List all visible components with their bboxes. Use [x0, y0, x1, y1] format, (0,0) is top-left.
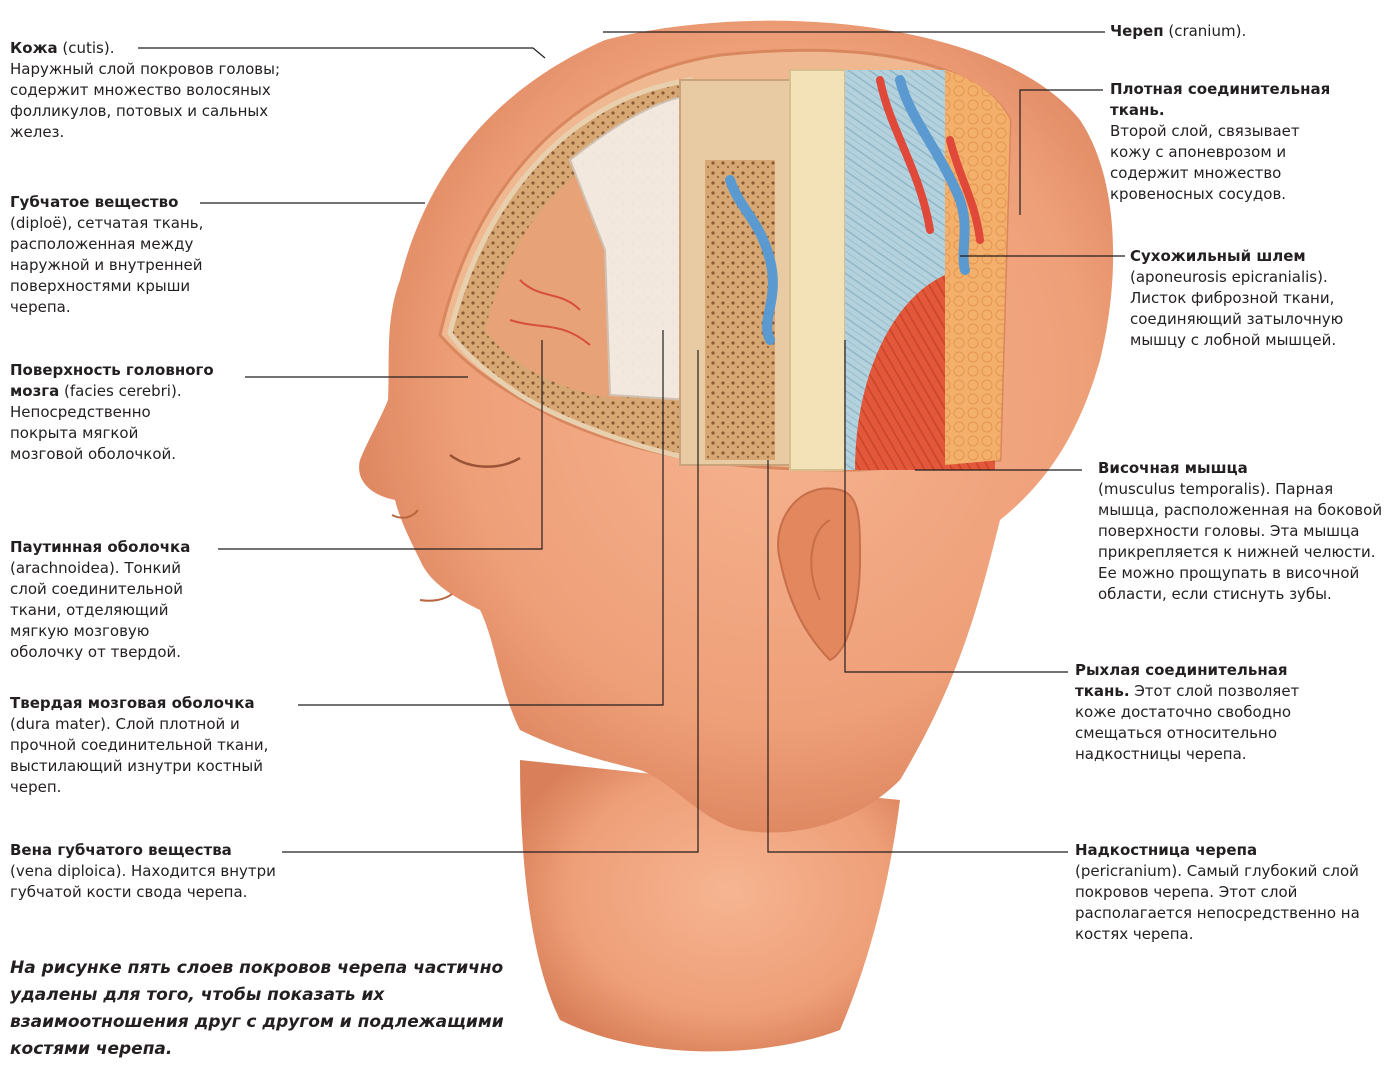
- label-loose-desc-inline: Этот слой позволяет: [1130, 682, 1300, 700]
- label-loose-tissue: Рыхлая соединительная ткань. Этот слой п…: [1075, 660, 1375, 765]
- label-cranium-term: Череп: [1110, 22, 1164, 40]
- label-skin-term: Кожа: [10, 39, 58, 57]
- label-diploe-term: Губчатое вещество: [10, 193, 178, 211]
- label-skin-latin: (cutis).: [58, 39, 115, 57]
- mouth: [420, 594, 452, 601]
- label-skin: Кожа (cutis). Наружный слой покровов гол…: [10, 38, 310, 143]
- label-pericranium: Надкостница черепа (pericranium). Самый …: [1075, 840, 1375, 945]
- label-skin-desc: Наружный слой покровов головы; содержит …: [10, 59, 290, 143]
- label-diploe: Губчатое вещество (diploë), сетчатая тка…: [10, 192, 250, 318]
- label-brain-surface-term2: мозга: [10, 382, 59, 400]
- label-brain-surface-desc: Непосредственно покрыта мягкой мозговой …: [10, 402, 200, 465]
- label-diploic-vein-term: Вена губчатого вещества: [10, 841, 232, 859]
- label-diploic-vein: Вена губчатого вещества (vena diploica).…: [10, 840, 330, 903]
- label-temporalis: Височная мышца (musculus temporalis). Па…: [1098, 458, 1388, 605]
- label-dense-term2: ткань.: [1110, 101, 1165, 119]
- label-brain-surface: Поверхность головного мозга (facies cere…: [10, 360, 250, 465]
- label-brain-surface-latin: (facies cerebri).: [59, 382, 181, 400]
- label-temporalis-desc: (musculus temporalis). Парная мышца, рас…: [1098, 479, 1386, 605]
- label-diploe-desc: (diploë), сетчатая ткань, расположенная …: [10, 213, 250, 318]
- label-dense-term1: Плотная соединительная: [1110, 80, 1330, 98]
- label-diploic-vein-desc: (vena diploica). Находится внутри губчат…: [10, 861, 320, 903]
- label-cranium-latin: (cranium).: [1164, 22, 1247, 40]
- figure-caption: На рисунке пять слоев покровов черепа ча…: [10, 955, 530, 1063]
- label-loose-desc: коже достаточно свободно смещаться относ…: [1075, 702, 1305, 765]
- label-pericranium-desc: (pericranium). Самый глубокий слой покро…: [1075, 861, 1360, 945]
- label-dura: Твердая мозговая оболочка (dura mater). …: [10, 693, 300, 798]
- label-aponeurosis-term: Сухожильный шлем: [1130, 247, 1306, 265]
- label-loose-term1: Рыхлая соединительная: [1075, 661, 1288, 679]
- label-temporalis-term: Височная мышца: [1098, 459, 1248, 477]
- label-cranium: Череп (cranium).: [1110, 21, 1380, 42]
- label-dura-desc: (dura mater). Слой плотной и прочной сое…: [10, 714, 285, 798]
- label-dense-tissue: Плотная соединительная ткань. Второй сло…: [1110, 79, 1380, 205]
- label-dense-desc: Второй слой, связывает кожу с апоневрозо…: [1110, 121, 1335, 205]
- label-aponeurosis-desc: (aponeurosis epicranialis). Листок фибро…: [1130, 267, 1370, 351]
- label-arachnoid: Паутинная оболочка (arachnoidea). Тонкий…: [10, 537, 230, 663]
- label-arachnoid-term: Паутинная оболочка: [10, 538, 190, 556]
- label-loose-term2: ткань.: [1075, 682, 1130, 700]
- label-aponeurosis: Сухожильный шлем (aponeurosis epicranial…: [1130, 246, 1380, 351]
- label-dura-term: Твердая мозговая оболочка: [10, 694, 255, 712]
- label-arachnoid-desc: (arachnoidea). Тонкий слой соединительно…: [10, 558, 220, 663]
- label-brain-surface-term1: Поверхность головного: [10, 361, 214, 379]
- label-pericranium-term: Надкостница черепа: [1075, 841, 1257, 859]
